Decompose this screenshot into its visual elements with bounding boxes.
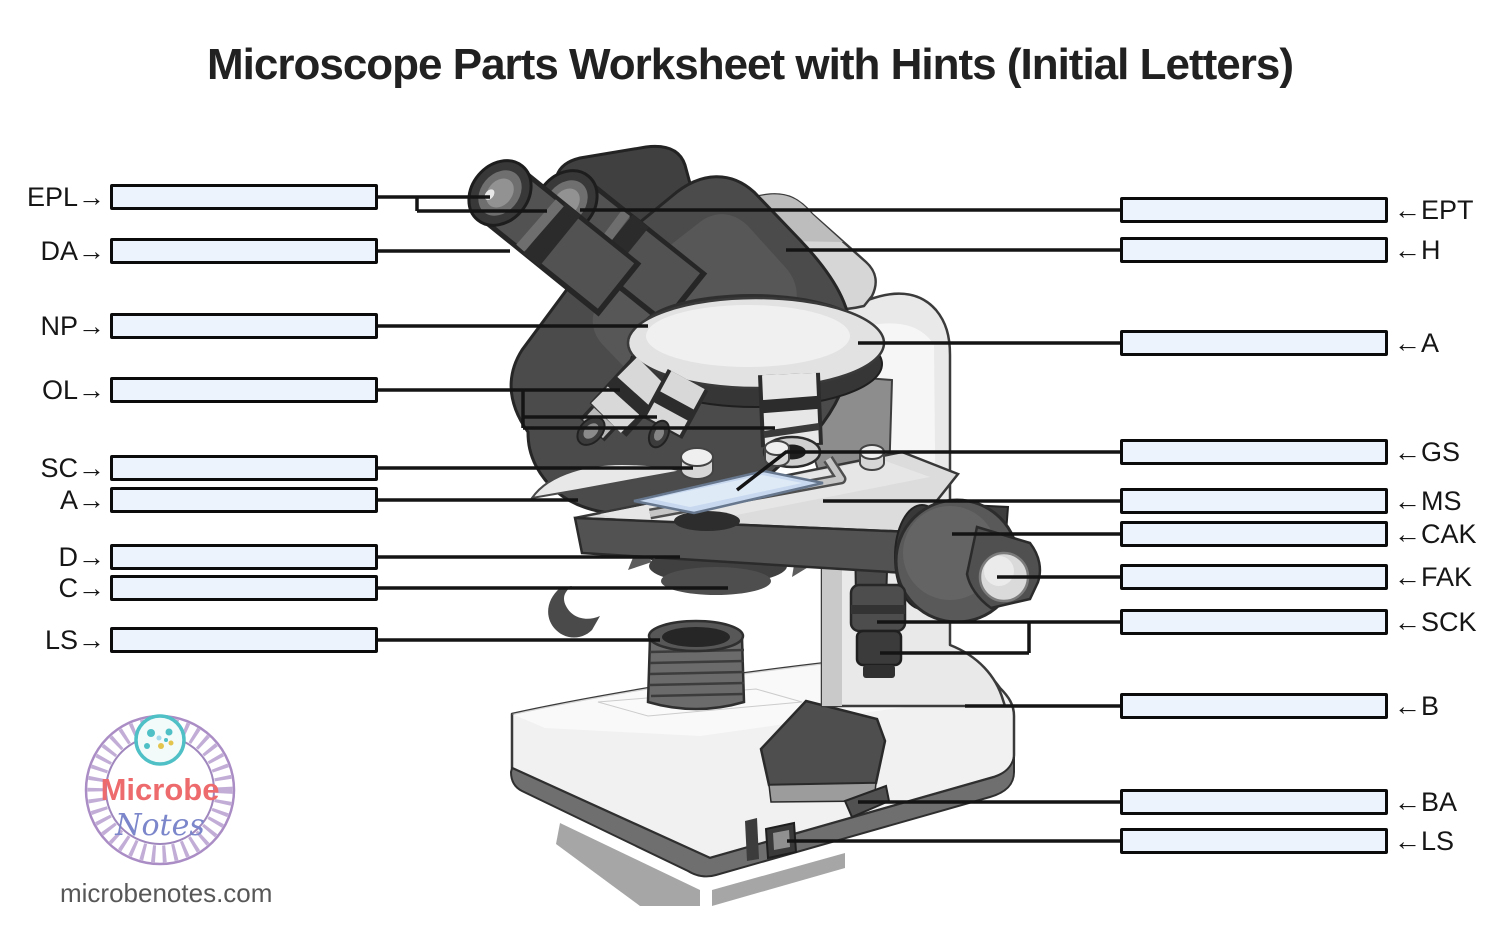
answer-box-gs[interactable]: [1120, 439, 1388, 465]
hint-label-ms: ←MS: [1394, 485, 1462, 516]
logo-text-microbe: Microbe: [101, 772, 220, 807]
answer-box-h[interactable]: [1120, 237, 1388, 263]
answer-box-np[interactable]: [110, 313, 378, 339]
worksheet-row-a-right: ←A: [1120, 327, 1440, 358]
hint-label-cak: ←CAK: [1394, 518, 1477, 549]
worksheet-row-ol: OL→: [0, 374, 378, 405]
worksheet-row-ls-right: ←LS: [1120, 825, 1455, 856]
hint-label-a-left: A→: [59, 484, 105, 515]
hint-label-fak: ←FAK: [1394, 561, 1473, 592]
focus-knobs: [849, 498, 1042, 678]
answer-box-d[interactable]: [110, 544, 378, 570]
hint-label-epl: EPL→: [26, 181, 105, 212]
base-foot: [712, 853, 845, 906]
eyepiece-lens-front: [467, 159, 533, 227]
hint-label-d: D→: [58, 541, 106, 572]
hint-label-da: DA→: [40, 235, 105, 266]
website-url: microbenotes.com: [60, 878, 273, 908]
worksheet-row-cak: ←CAK: [1120, 518, 1477, 549]
worksheet-row-epl: EPL→: [0, 181, 378, 212]
stage-control-knob-lower: [855, 629, 903, 667]
answer-box-fak[interactable]: [1120, 564, 1388, 590]
line-gs: [735, 450, 1120, 492]
hint-label-gs: ←GS: [1394, 436, 1461, 467]
pointer-lines: [378, 195, 1122, 843]
hint-label-h: ←H: [1394, 234, 1441, 265]
line-sck: [877, 620, 1120, 655]
hint-label-ls-left: LS→: [44, 624, 105, 655]
worksheet-row-ept: ←EPT: [1120, 194, 1474, 225]
hint-label-sc: SC→: [40, 452, 105, 483]
answer-box-ms[interactable]: [1120, 488, 1388, 514]
worksheet-row-ba: ←BA: [1120, 786, 1458, 817]
worksheet-row-c: C→: [0, 572, 378, 603]
hint-label-c: C→: [58, 572, 106, 603]
page-title: Microscope Parts Worksheet with Hints (I…: [207, 40, 1294, 89]
answer-box-sck[interactable]: [1120, 609, 1388, 635]
hint-label-np: NP→: [40, 310, 105, 341]
answer-box-ba[interactable]: [1120, 789, 1388, 815]
stage-clip-knob: [680, 447, 714, 467]
worksheet-row-ms: ←MS: [1120, 485, 1462, 516]
answer-box-sc[interactable]: [110, 455, 378, 481]
worksheet-row-da: DA→: [0, 235, 378, 266]
answer-box-ept[interactable]: [1120, 197, 1388, 223]
line-epl: [378, 195, 547, 213]
line-ol: [378, 388, 775, 430]
objective-lenses: [576, 355, 823, 469]
worksheet-row-sc: SC→: [0, 452, 378, 483]
answer-box-ol[interactable]: [110, 377, 378, 403]
answer-box-cak[interactable]: [1120, 521, 1388, 547]
answer-box-c[interactable]: [110, 575, 378, 601]
hint-label-a-right: ←A: [1394, 327, 1440, 358]
logo-text-notes: Notes: [114, 808, 205, 843]
worksheet-row-sck: ←SCK: [1120, 606, 1477, 637]
answer-box-a-left[interactable]: [110, 487, 378, 513]
worksheet-row-b: ←B: [1120, 690, 1440, 721]
worksheet-row-ls-left: LS→: [0, 624, 378, 655]
stage-aperture: [674, 511, 740, 531]
worksheet-row-fak: ←FAK: [1120, 561, 1473, 592]
worksheet-row-np: NP→: [0, 310, 378, 341]
worksheet-row-a-left: A→: [0, 484, 378, 515]
dna-wreath: [87, 717, 233, 863]
answer-box-da[interactable]: [110, 238, 378, 264]
answer-box-ls-right[interactable]: [1120, 828, 1388, 854]
answer-box-ls-left[interactable]: [110, 627, 378, 653]
answer-box-epl[interactable]: [110, 184, 378, 210]
base-foot: [556, 823, 700, 906]
worksheet-row-d: D→: [0, 541, 378, 572]
eyepiece-tubes: [467, 159, 708, 327]
hint-label-b: ←B: [1394, 690, 1440, 721]
hint-label-sck: ←SCK: [1394, 606, 1477, 637]
hint-label-ol: OL→: [41, 374, 105, 405]
answer-box-a-right[interactable]: [1120, 330, 1388, 356]
worksheet-row-gs: ←GS: [1120, 436, 1461, 467]
microbe-notes-logo: Microbe Notes: [84, 714, 236, 866]
worksheet-row-h: ←H: [1120, 234, 1441, 265]
hint-label-ls-right: ←LS: [1394, 825, 1455, 856]
hint-label-ept: ←EPT: [1394, 194, 1474, 225]
hint-label-ba: ←BA: [1394, 786, 1458, 817]
answer-box-b[interactable]: [1120, 693, 1388, 719]
